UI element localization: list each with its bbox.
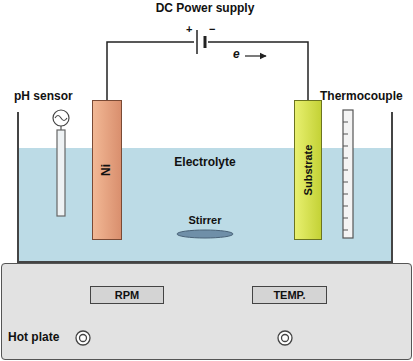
sensor-meter: [53, 110, 69, 126]
battery-long-plate: [196, 30, 198, 54]
knob-outer: [76, 331, 90, 345]
control-display: TEMP.: [252, 286, 327, 304]
part-label: Stirrer: [188, 214, 221, 226]
electron-arrow: [245, 55, 266, 56]
hot-plate-body: [1, 263, 412, 360]
stirrer-bar: [177, 230, 233, 238]
node-label: Hot plate: [8, 331, 59, 344]
knob-inner: [282, 335, 289, 342]
sensor-tube: [57, 130, 65, 216]
thermocouple-symbol: [343, 110, 353, 238]
tick-marks: [343, 122, 348, 230]
knob-inner: [80, 335, 87, 342]
electron-label: e: [233, 48, 240, 61]
knob-outer: [278, 331, 292, 345]
node-label: Ni: [100, 164, 113, 176]
polarity-sign: −: [209, 23, 215, 35]
node-label: RPM: [115, 289, 139, 301]
instrument-label: Thermocouple: [320, 90, 403, 103]
sine-wave: [55, 116, 67, 121]
beaker-wall: [18, 112, 392, 262]
substrate-electrode: Substrate: [294, 100, 322, 240]
ni-electrode: Ni: [92, 100, 122, 240]
knob: [278, 331, 292, 345]
node-label: Substrate: [302, 145, 314, 196]
node-label: TEMP.: [273, 289, 305, 301]
ph-sensor-symbol: [53, 110, 69, 216]
solution-label: Electrolyte: [174, 156, 235, 169]
polarity-sign: +: [186, 23, 192, 35]
hot-plate: Hot plate RPM TEMP.: [1, 263, 412, 360]
thermocouple-tube: [343, 110, 353, 238]
wire-gap: [194, 37, 208, 47]
power-supply-label: DC Power supply: [156, 2, 255, 15]
instrument-label: pH sensor: [14, 90, 73, 103]
battery-short-plate: [204, 36, 207, 48]
knob: [76, 331, 90, 345]
control-display: RPM: [90, 286, 164, 304]
electrolyte-liquid: [19, 148, 391, 262]
wire: [107, 42, 308, 100]
